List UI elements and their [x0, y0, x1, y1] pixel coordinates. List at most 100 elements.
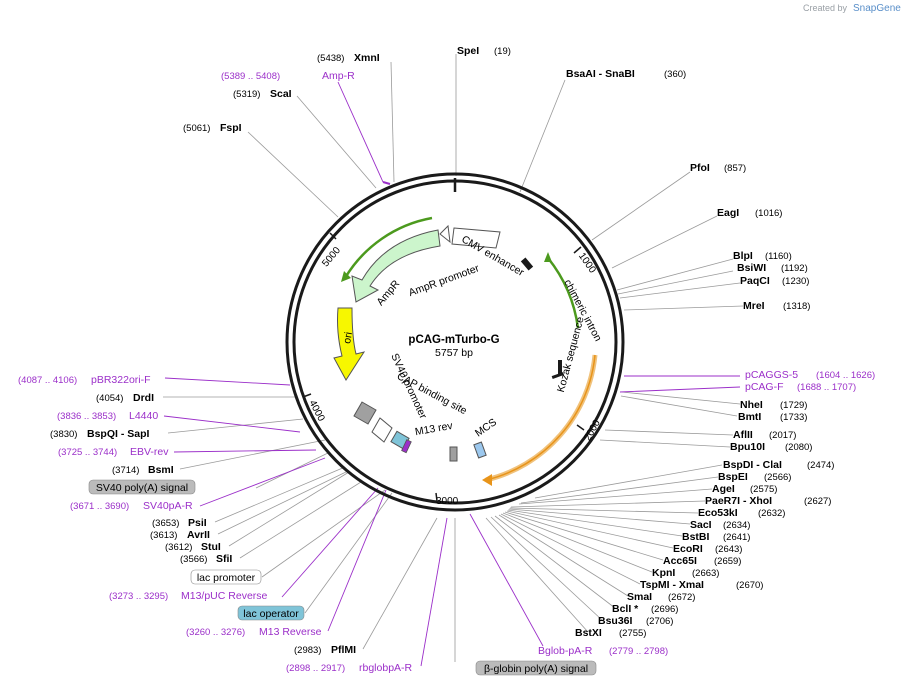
boxed-feature-labels: SV40 poly(A) signal lac promoter lac ope…: [88, 479, 597, 676]
site-bsiwi-name: BsiWI: [737, 262, 766, 274]
site-bsu36i-name: Bsu36I: [598, 615, 633, 627]
feature-ori: ori: [341, 331, 355, 345]
plasmid-name: pCAG-mTurbo-G: [408, 334, 499, 346]
leader-bpu10i: [599, 439, 731, 448]
leader-bmti: [620, 395, 738, 417]
feature-kozak: Kozak sequence: [555, 315, 587, 393]
site-bspqi-name: BspQI - SapI: [87, 428, 150, 440]
site-bsmi-name: BsmI: [148, 464, 174, 476]
leader-pbr322ori: [164, 377, 291, 386]
site-bpu10i-pos: (2080): [785, 442, 812, 453]
primer-pbr322ori-name: pBR322ori-F: [91, 374, 151, 386]
box-lac-promoter: [190, 569, 262, 585]
site-bpu10i-name: Bpu10I: [730, 441, 765, 453]
leader-paer7i: [510, 500, 706, 508]
site-eagi-name: EagI: [717, 207, 739, 219]
site-scai-pos: (5319): [233, 89, 260, 100]
primer-rbglobpa-name: rbglobpA-R: [359, 662, 413, 674]
cmv-enhancer-block: [451, 227, 501, 249]
gene-arrowhead: [482, 474, 492, 486]
site-eco53ki-pos: (2632): [758, 508, 785, 519]
gene-arrow: [485, 354, 596, 481]
box-sv40-polya-label: SV40 poly(A) signal: [96, 482, 188, 494]
site-bsaai-pos: (360): [664, 69, 686, 80]
primer-lines: [163, 81, 741, 667]
site-fspi-pos: (5061): [183, 123, 210, 134]
site-bsaai-name: BsaAI - SnaBI: [566, 68, 635, 80]
site-kpni-pos: (2663): [692, 568, 719, 579]
site-fspi-name: FspI: [220, 122, 242, 134]
primer-ebv-rev-name: EBV-rev: [130, 446, 169, 458]
primer-rbglobpa-range: (2898 .. 2917): [286, 663, 345, 674]
leader-stui: [228, 471, 350, 547]
leader-tspmi: [500, 513, 641, 585]
site-drdi-name: DrdI: [133, 392, 154, 404]
site-bsiwi-pos: (1192): [781, 263, 808, 274]
sv40-promoter-block: [353, 401, 377, 425]
leader-acc65i: [504, 511, 664, 561]
leader-bstxi: [485, 517, 589, 633]
leader-xmni: [390, 61, 395, 183]
site-avrii-pos: (3613): [150, 530, 177, 541]
leader-bsaai: [519, 79, 566, 193]
site-spei-name: SpeI: [457, 45, 479, 57]
leader-eco53ki: [509, 507, 699, 514]
leader-lacpromoter: [261, 489, 386, 578]
primer-pbr322ori-range: (4087 .. 4106): [18, 375, 77, 386]
site-blpi-pos: (1160): [765, 251, 792, 262]
site-paer7i-name: PaeR7I - XhoI: [705, 495, 772, 507]
primer-l4440-name: L4440: [129, 410, 158, 422]
leader-rbglobpa: [420, 517, 448, 667]
site-nhei-name: NheI: [740, 399, 763, 411]
credit-prefix: Created by: [803, 3, 848, 13]
tick-5000-mark: [329, 232, 337, 240]
leader-amp-r: [337, 81, 384, 183]
leader-bstbi: [507, 509, 683, 537]
leader-agei: [518, 488, 713, 505]
tick-1000-mark: [573, 246, 582, 254]
leader-sv40pa-r: [199, 457, 326, 507]
leader-smai: [498, 514, 629, 597]
credit-brand: SnapGene: [853, 3, 901, 14]
site-blpi-name: BlpI: [733, 250, 753, 262]
leader-eagi: [611, 215, 718, 269]
site-mrei-pos: (1318): [783, 301, 810, 312]
ori-block: [333, 307, 366, 381]
site-xmni-name: XmnI: [354, 52, 380, 64]
leader-bglobpa: [469, 513, 544, 647]
primer-sv40pa-r-name: SV40pA-R: [143, 500, 193, 512]
cap-binding-block: [371, 417, 393, 443]
chimeric-intron-arrow: [547, 257, 580, 329]
site-avrii-name: AvrII: [187, 529, 210, 541]
site-bstbi-name: BstBI: [682, 531, 710, 543]
primer-bglobpa-name: Bglob-pA-R: [538, 645, 593, 657]
primer-sv40pa-r-range: (3671 .. 3690): [70, 501, 129, 512]
m13-rev-block: [401, 439, 412, 454]
site-saci-name: SacI: [690, 519, 712, 531]
primer-m13puc-range: (3273 .. 3295): [109, 591, 168, 602]
site-bmti-name: BmtI: [738, 411, 761, 423]
site-bcli-pos: (2696): [651, 604, 678, 615]
site-pflmi-name: PflMI: [331, 644, 356, 656]
site-ecori-name: EcoRI: [673, 543, 703, 555]
leader-ecori: [506, 510, 674, 549]
site-mrei-name: MreI: [743, 300, 765, 312]
cmv-promoter-arrow: [439, 224, 451, 244]
leader-psii: [214, 466, 346, 523]
leader-sfii: [239, 481, 362, 559]
enzyme-labels: SpeI (19) BsaAI - SnaBI (360) PfoI (857)…: [50, 45, 834, 656]
leader-blpi: [616, 258, 734, 291]
box-lac-operator-label: lac operator: [243, 608, 299, 620]
box-lac-operator: [237, 605, 305, 621]
primer-amp-r-name: Amp-R: [322, 70, 355, 82]
leader-m13puc: [281, 487, 379, 598]
leader-bcli: [494, 515, 616, 609]
leader-bsu36i: [490, 516, 603, 621]
primer-ebv-rev-range: (3725 .. 3744): [58, 447, 117, 458]
site-psii-pos: (3653): [152, 518, 179, 529]
primer-bglobpa-range: (2779 .. 2798): [609, 646, 668, 657]
tick-3000-mark: [435, 492, 438, 502]
site-pfoi-name: PfoI: [690, 162, 710, 174]
leader-pflmi: [362, 517, 438, 650]
feature-mcs: MCS: [473, 416, 499, 439]
